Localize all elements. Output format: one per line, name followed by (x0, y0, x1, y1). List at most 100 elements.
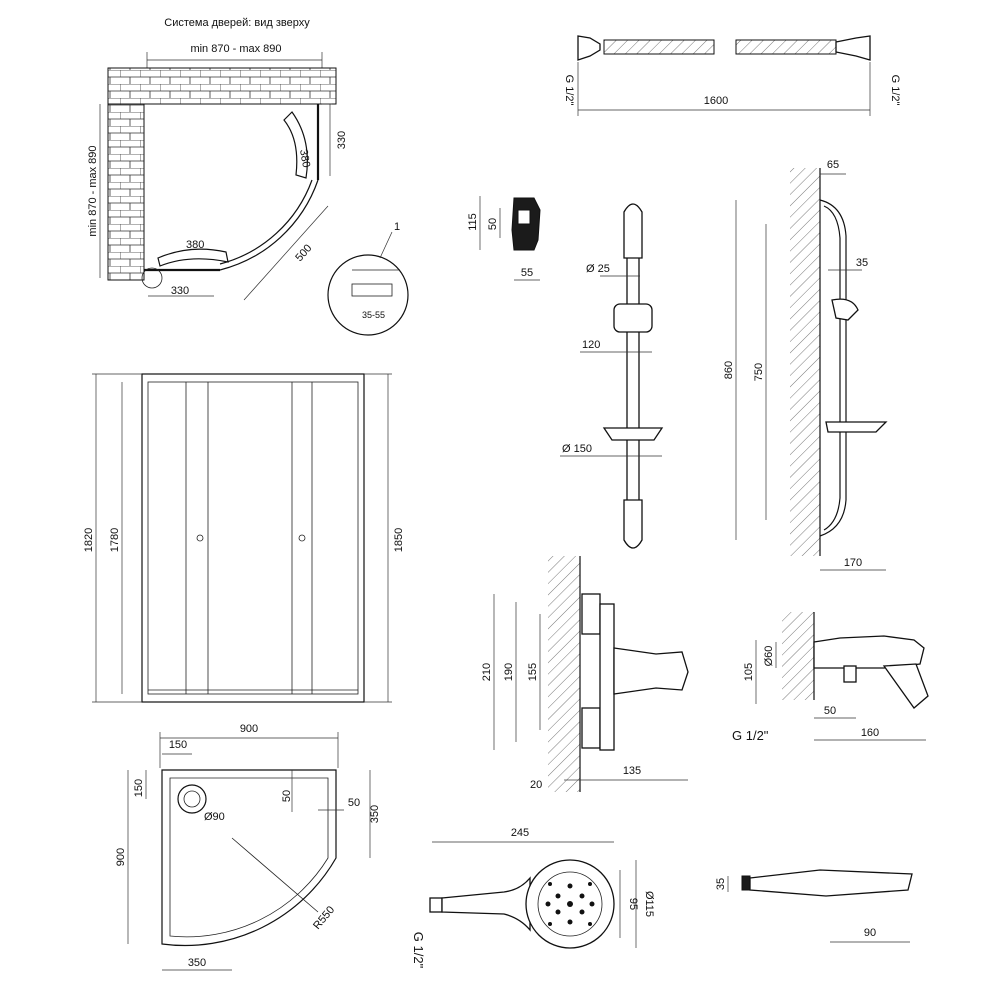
valve-body (813, 635, 925, 669)
dim-d25: Ø 25 (586, 263, 610, 275)
dim-330-side: 330 (336, 131, 348, 149)
rail-side-wall (790, 168, 820, 556)
curved-door-track (219, 179, 319, 271)
dim-105: 105 (743, 663, 755, 681)
shower-head-side: 35 90 (715, 869, 913, 943)
detail-profile (351, 283, 393, 297)
shower-tray: 900 Ø90 150 150 50 50 350 900 R550 350 (115, 723, 381, 971)
dim-380-side: 380 (297, 148, 312, 168)
dim-120: 120 (582, 339, 600, 351)
rail-slider (613, 303, 653, 333)
slide-rail-side: 65 35 860 750 170 (723, 159, 888, 571)
door-leaf-right (283, 111, 308, 179)
detail-callout: 1 (394, 221, 400, 233)
handshower-g: G 1/2" (411, 932, 426, 969)
hose-segment-left (603, 39, 715, 55)
dim-350-side: 350 (369, 805, 381, 823)
door-system-top-view: Система дверей: вид зверху min 870 - max… (87, 17, 348, 301)
dim-150-side: 150 (133, 779, 145, 797)
dim-95: 95 (627, 898, 639, 910)
detail-gap-label: 35-55 (362, 310, 385, 320)
hose-g-right: G 1/2" (889, 75, 901, 106)
curved-door-inner (219, 179, 313, 265)
radius-label: R550 (311, 904, 337, 932)
dim-380-bottom: 380 (186, 239, 204, 251)
dim-210: 210 (481, 663, 493, 681)
mixer-inlet-top (581, 593, 601, 635)
shower-hose: 1600 G 1/2" G 1/2" (563, 35, 901, 116)
tray-inner (169, 777, 329, 938)
hose-fitting-right (835, 35, 871, 61)
dim-d115: Ø115 (643, 891, 655, 917)
dim-90-head: 90 (864, 927, 876, 939)
dim-1850: 1850 (393, 528, 405, 552)
dim-1600: 1600 (704, 95, 728, 107)
head-body (749, 869, 913, 897)
rail-side-dish (825, 421, 888, 433)
thermostatic-mixer: 210 190 155 20 135 (481, 556, 689, 792)
dim-330-bottom: 330 (171, 285, 189, 297)
detail-view-1: 1 35-55 (327, 221, 409, 336)
dim-750: 750 (753, 363, 765, 381)
dim-55: 55 (521, 267, 533, 279)
dim-350-bottom: 350 (188, 957, 206, 969)
mixer-handle (613, 647, 689, 695)
dim-50-a: 50 (281, 790, 293, 802)
slide-rail-front: Ø 25 120 Ø 150 (560, 203, 664, 549)
height-dim-label: min 870 - max 890 (87, 145, 99, 236)
dim-150-top: 150 (169, 739, 187, 751)
drain-outer (177, 784, 207, 814)
mixer-wall (548, 556, 580, 792)
detail-leader (379, 231, 393, 259)
dim-50-b: 50 (348, 797, 360, 809)
dim-20: 20 (530, 779, 542, 791)
dim-190: 190 (503, 663, 515, 681)
drain-inner (183, 790, 201, 808)
dim-d60: Ø60 (763, 646, 775, 667)
dim-245: 245 (511, 827, 529, 839)
dim-135: 135 (623, 765, 641, 777)
top-view-title: Система дверей: вид зверху (164, 17, 310, 29)
rail-soap-dish (602, 427, 664, 441)
wall-holder: 115 50 55 (467, 196, 541, 281)
dim-65: 65 (827, 159, 839, 171)
drain-label: Ø90 (204, 811, 225, 823)
dim-500: 500 (293, 242, 314, 264)
handshower-connector (429, 897, 443, 913)
dim-35-head: 35 (715, 878, 727, 890)
hose-segment-right (735, 39, 837, 55)
valve-lever (882, 663, 929, 709)
dim-50: 50 (487, 218, 499, 230)
door-leaf-left (157, 248, 229, 267)
rail-bottom-bracket (623, 499, 643, 549)
cabin-front-view: 1820 1780 1850 (83, 373, 405, 703)
brick-wall-left (107, 103, 145, 281)
shower-valve: Ø60 105 50 G 1/2" 160 (732, 612, 929, 743)
dim-1820: 1820 (83, 528, 95, 552)
dim-160: 160 (861, 727, 879, 739)
detail-marker-circle (141, 267, 163, 289)
rail-side-profile (819, 199, 847, 537)
dim-35: 35 (856, 257, 868, 269)
dim-900-side: 900 (115, 848, 127, 866)
hose-g-left: G 1/2" (563, 75, 575, 106)
dim-170: 170 (844, 557, 862, 569)
dim-50-valve: 50 (824, 705, 836, 717)
handshower-nozzles (545, 882, 595, 926)
valve-outlet (843, 665, 857, 683)
door-handle-right (298, 534, 306, 542)
door-handle-left (196, 534, 204, 542)
dim-155: 155 (527, 663, 539, 681)
rail-side-slider (831, 298, 859, 321)
front-frame-inner (147, 381, 359, 695)
handshower-handle (441, 876, 531, 932)
hose-fitting-left (577, 35, 601, 61)
width-dim-label: min 870 - max 890 (190, 43, 281, 55)
detail-circle (327, 254, 409, 336)
head-connector (741, 875, 751, 891)
brick-wall-top (107, 67, 337, 105)
handshower-face (537, 871, 603, 937)
mixer-inlet-bottom (581, 707, 601, 749)
dim-500-line (243, 205, 329, 301)
